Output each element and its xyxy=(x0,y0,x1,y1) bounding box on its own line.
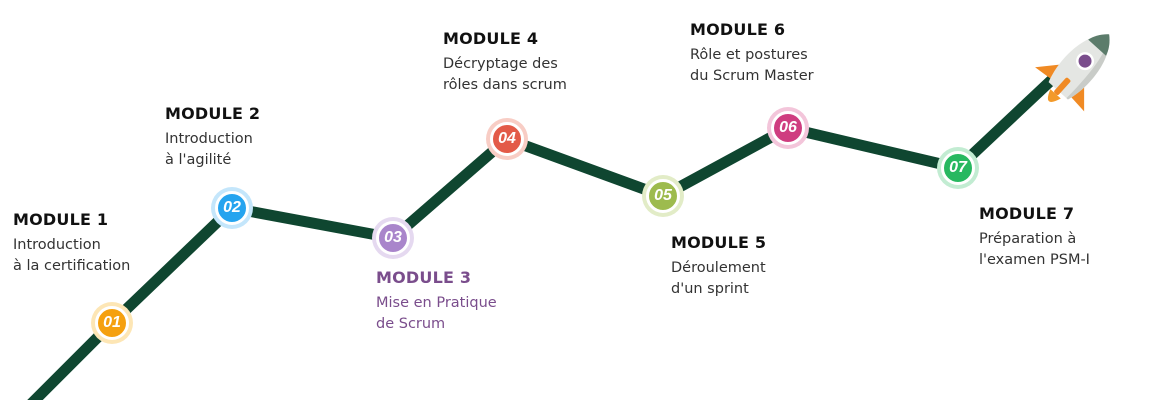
module-6-title: MODULE 6 xyxy=(690,20,786,39)
module-5-title: MODULE 5 xyxy=(671,233,767,252)
module-badge-2: 02 xyxy=(215,191,249,225)
module-badge-6: 06 xyxy=(771,111,805,145)
module-6-description: Rôle et postures du Scrum Master xyxy=(690,47,814,84)
module-1-description: Introduction à la certification xyxy=(13,237,131,274)
module-badge-3: 03 xyxy=(376,221,410,255)
module-3-title: MODULE 3 xyxy=(376,268,472,287)
module-1: MODULE 1 Introduction à la certification xyxy=(13,210,213,277)
module-7-description: Préparation à l'examen PSM-I xyxy=(979,231,1090,268)
module-4-title: MODULE 4 xyxy=(443,29,539,48)
module-badge-4: 04 xyxy=(490,122,524,156)
module-2: MODULE 2 Introduction à l'agilité xyxy=(165,104,365,171)
module-4: MODULE 4 Décryptage des rôles dans scrum xyxy=(443,29,643,96)
module-2-description: Introduction à l'agilité xyxy=(165,131,253,168)
rocket-icon xyxy=(1035,34,1110,112)
module-5: MODULE 5 Déroulement d'un sprint xyxy=(671,233,871,300)
module-badge-1: 01 xyxy=(95,306,129,340)
module-badge-5: 05 xyxy=(646,179,680,213)
module-1-title: MODULE 1 xyxy=(13,210,109,229)
module-7: MODULE 7 Préparation à l'examen PSM-I xyxy=(979,204,1170,271)
module-3-description: Mise en Pratique de Scrum xyxy=(376,295,497,332)
module-3: MODULE 3 Mise en Pratique de Scrum xyxy=(376,268,576,335)
module-5-description: Déroulement d'un sprint xyxy=(671,260,766,297)
module-6: MODULE 6 Rôle et postures du Scrum Maste… xyxy=(690,20,890,87)
module-2-title: MODULE 2 xyxy=(165,104,261,123)
module-7-title: MODULE 7 xyxy=(979,204,1075,223)
module-4-description: Décryptage des rôles dans scrum xyxy=(443,56,567,93)
module-badge-7: 07 xyxy=(941,151,975,185)
